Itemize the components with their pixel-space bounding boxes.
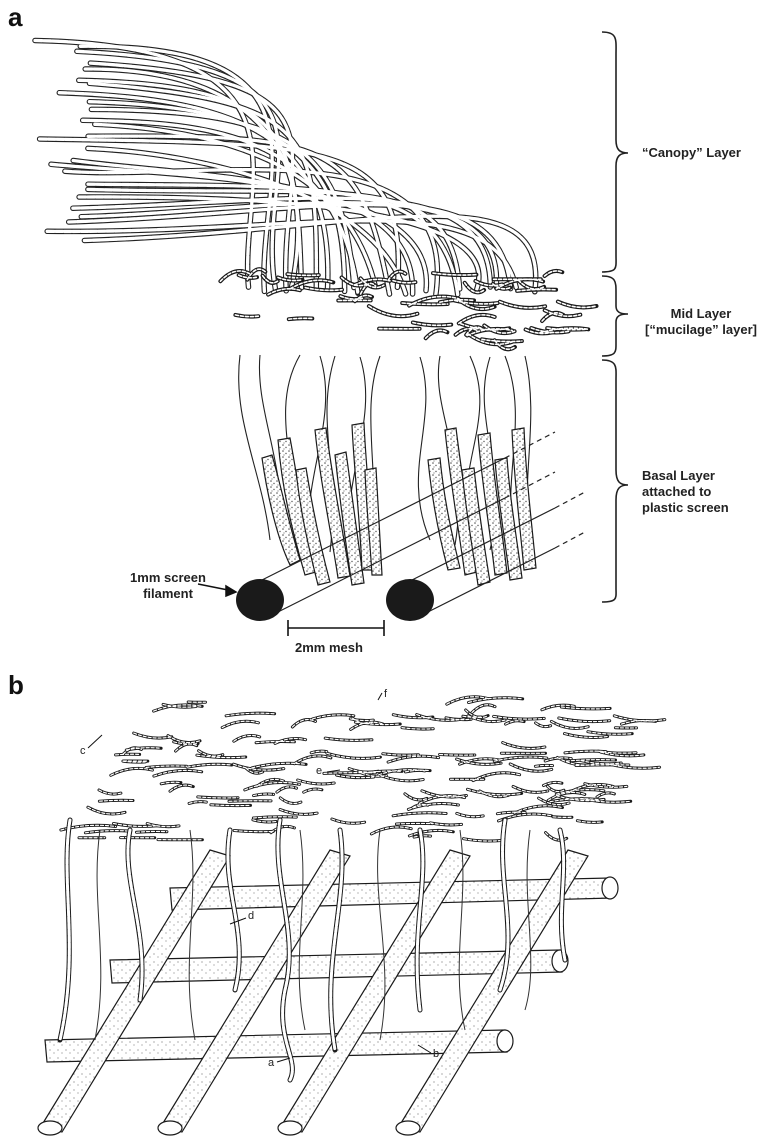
basal-layer-label-line1: Basal Layer [642, 468, 729, 484]
basal-layer-brace [602, 360, 628, 602]
canopy-layer-label: “Canopy” Layer [642, 145, 741, 161]
feature-letter-e: e [316, 765, 322, 777]
screen-filament-label-line2: filament [118, 586, 218, 602]
mat-filament [229, 801, 271, 802]
basal-stippled-bases [262, 423, 536, 585]
mat-filament [397, 823, 433, 824]
screen-filament-label-line1: 1mm screen [118, 570, 218, 586]
mucilage-filament [369, 306, 418, 316]
mid-layer-label: Mid Layer [“mucilage” layer] [636, 306, 766, 338]
panel-b-letter: b [8, 672, 24, 698]
screen-filament-label: 1mm screen filament [118, 570, 218, 602]
canopy-layer-filament-cores [35, 41, 536, 295]
mat-filament [576, 765, 629, 766]
mid-layer-label-line1: Mid Layer [636, 306, 766, 322]
feature-letter-a: a [268, 1057, 274, 1069]
basal-layer-label-line2: attached to [642, 484, 729, 500]
basal-layer-label: Basal Layer attached to plastic screen [642, 468, 729, 516]
mesh-label: 2mm mesh [295, 640, 363, 656]
canopy-brace [602, 32, 628, 272]
basal-layer-label-line3: plastic screen [642, 500, 729, 516]
mat-filament [440, 755, 475, 756]
mucilage-filament [289, 318, 313, 319]
feature-letter-d: d [248, 910, 254, 922]
feature-letter-c: c [80, 745, 86, 757]
panel-b-canopy-mat [61, 697, 665, 841]
mesh-scale-bar [288, 620, 384, 636]
mid-layer-brace [602, 276, 628, 356]
feature-letter-b: b [433, 1048, 439, 1060]
mid-layer-label-line2: [“mucilage” layer] [636, 322, 766, 338]
feature-letter-f: f [384, 688, 387, 700]
